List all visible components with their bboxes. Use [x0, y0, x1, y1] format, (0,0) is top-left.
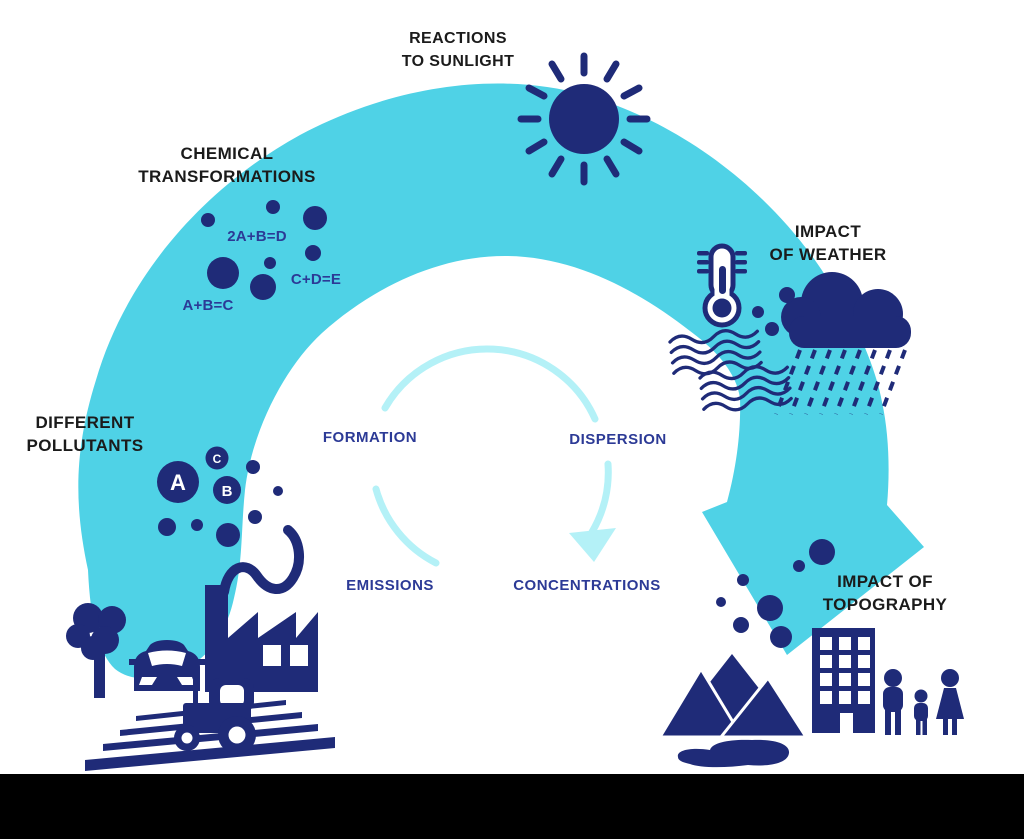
pollutants-label-line2: POLLUTANTS: [26, 436, 144, 455]
chemical-label-line2: TRANSFORMATIONS: [138, 167, 316, 186]
weather-label-line1: IMPACT: [794, 222, 862, 241]
dispersion-label: DISPERSION: [569, 431, 667, 448]
lake-icon: [677, 739, 790, 768]
impact-of-topography-label: IMPACT OF TOPOGRAPHY: [823, 570, 948, 616]
pollutant-circle-b: B: [213, 476, 241, 504]
formula-reaction1: 2A+B=D: [227, 228, 287, 245]
formula-reaction2: C+D=E: [290, 271, 342, 288]
concentrations-label: CONCENTRATIONS: [513, 577, 661, 594]
pollutant-letter-c: C: [213, 452, 222, 466]
impact-of-weather-label: IMPACT OF WEATHER: [769, 220, 886, 266]
topography-label-line2: TOPOGRAPHY: [822, 595, 948, 614]
pollutants-label-line1: DIFFERENT: [35, 413, 135, 432]
family-icon: [883, 669, 964, 735]
thermometer-icon: [697, 243, 747, 328]
emissions-label: EMISSIONS: [346, 577, 434, 594]
reactions-to-sunlight-label: REACTIONS TO SUNLIGHT: [402, 27, 515, 73]
building-icon: [812, 628, 875, 733]
pollutant-letter-b: B: [222, 483, 233, 500]
formation-label: FORMATION: [322, 429, 418, 446]
pollutant-circle-c: C: [205, 446, 229, 470]
factory-icon: [205, 585, 318, 692]
formula-reaction3: A+B=C: [182, 297, 234, 314]
sun-icon: [517, 52, 651, 186]
chemical-label-line1: CHEMICAL: [180, 144, 274, 163]
pollutant-circle-a: A: [157, 461, 199, 503]
ring-right-arc: [588, 460, 612, 536]
ring-left-arc: [372, 485, 440, 567]
pollutant-dots: [158, 460, 283, 547]
footer-bar: [0, 774, 1024, 839]
weather-dots: [752, 287, 795, 336]
cloud-rain-icon: [774, 272, 911, 415]
cycle-ring-arrow: [372, 345, 616, 567]
pollutant-letter-a: A: [170, 470, 186, 495]
tree-icon: [66, 603, 126, 698]
reactions-label-line2: TO SUNLIGHT: [401, 53, 515, 70]
reactions-label-line1: REACTIONS: [409, 30, 507, 47]
mountains-icon: [657, 654, 809, 739]
topography-label-line1: IMPACT OF: [837, 572, 933, 591]
car-icon: [129, 640, 205, 691]
weather-label-line2: OF WEATHER: [769, 245, 887, 264]
smoke-squiggle-icon: [219, 525, 304, 597]
wind-icon: [668, 329, 793, 412]
pollution-cycle-swoosh: [78, 83, 925, 679]
different-pollutants-label: DIFFERENT POLLUTANTS: [26, 411, 143, 457]
ring-arrowhead: [569, 528, 616, 562]
chemical-transformations-label: CHEMICAL TRANSFORMATIONS: [138, 142, 316, 188]
tractor-icon: [174, 678, 256, 754]
falling-dots: [716, 539, 835, 648]
molecule-dots-chemical: [201, 200, 327, 300]
ring-top-arc: [381, 345, 599, 423]
